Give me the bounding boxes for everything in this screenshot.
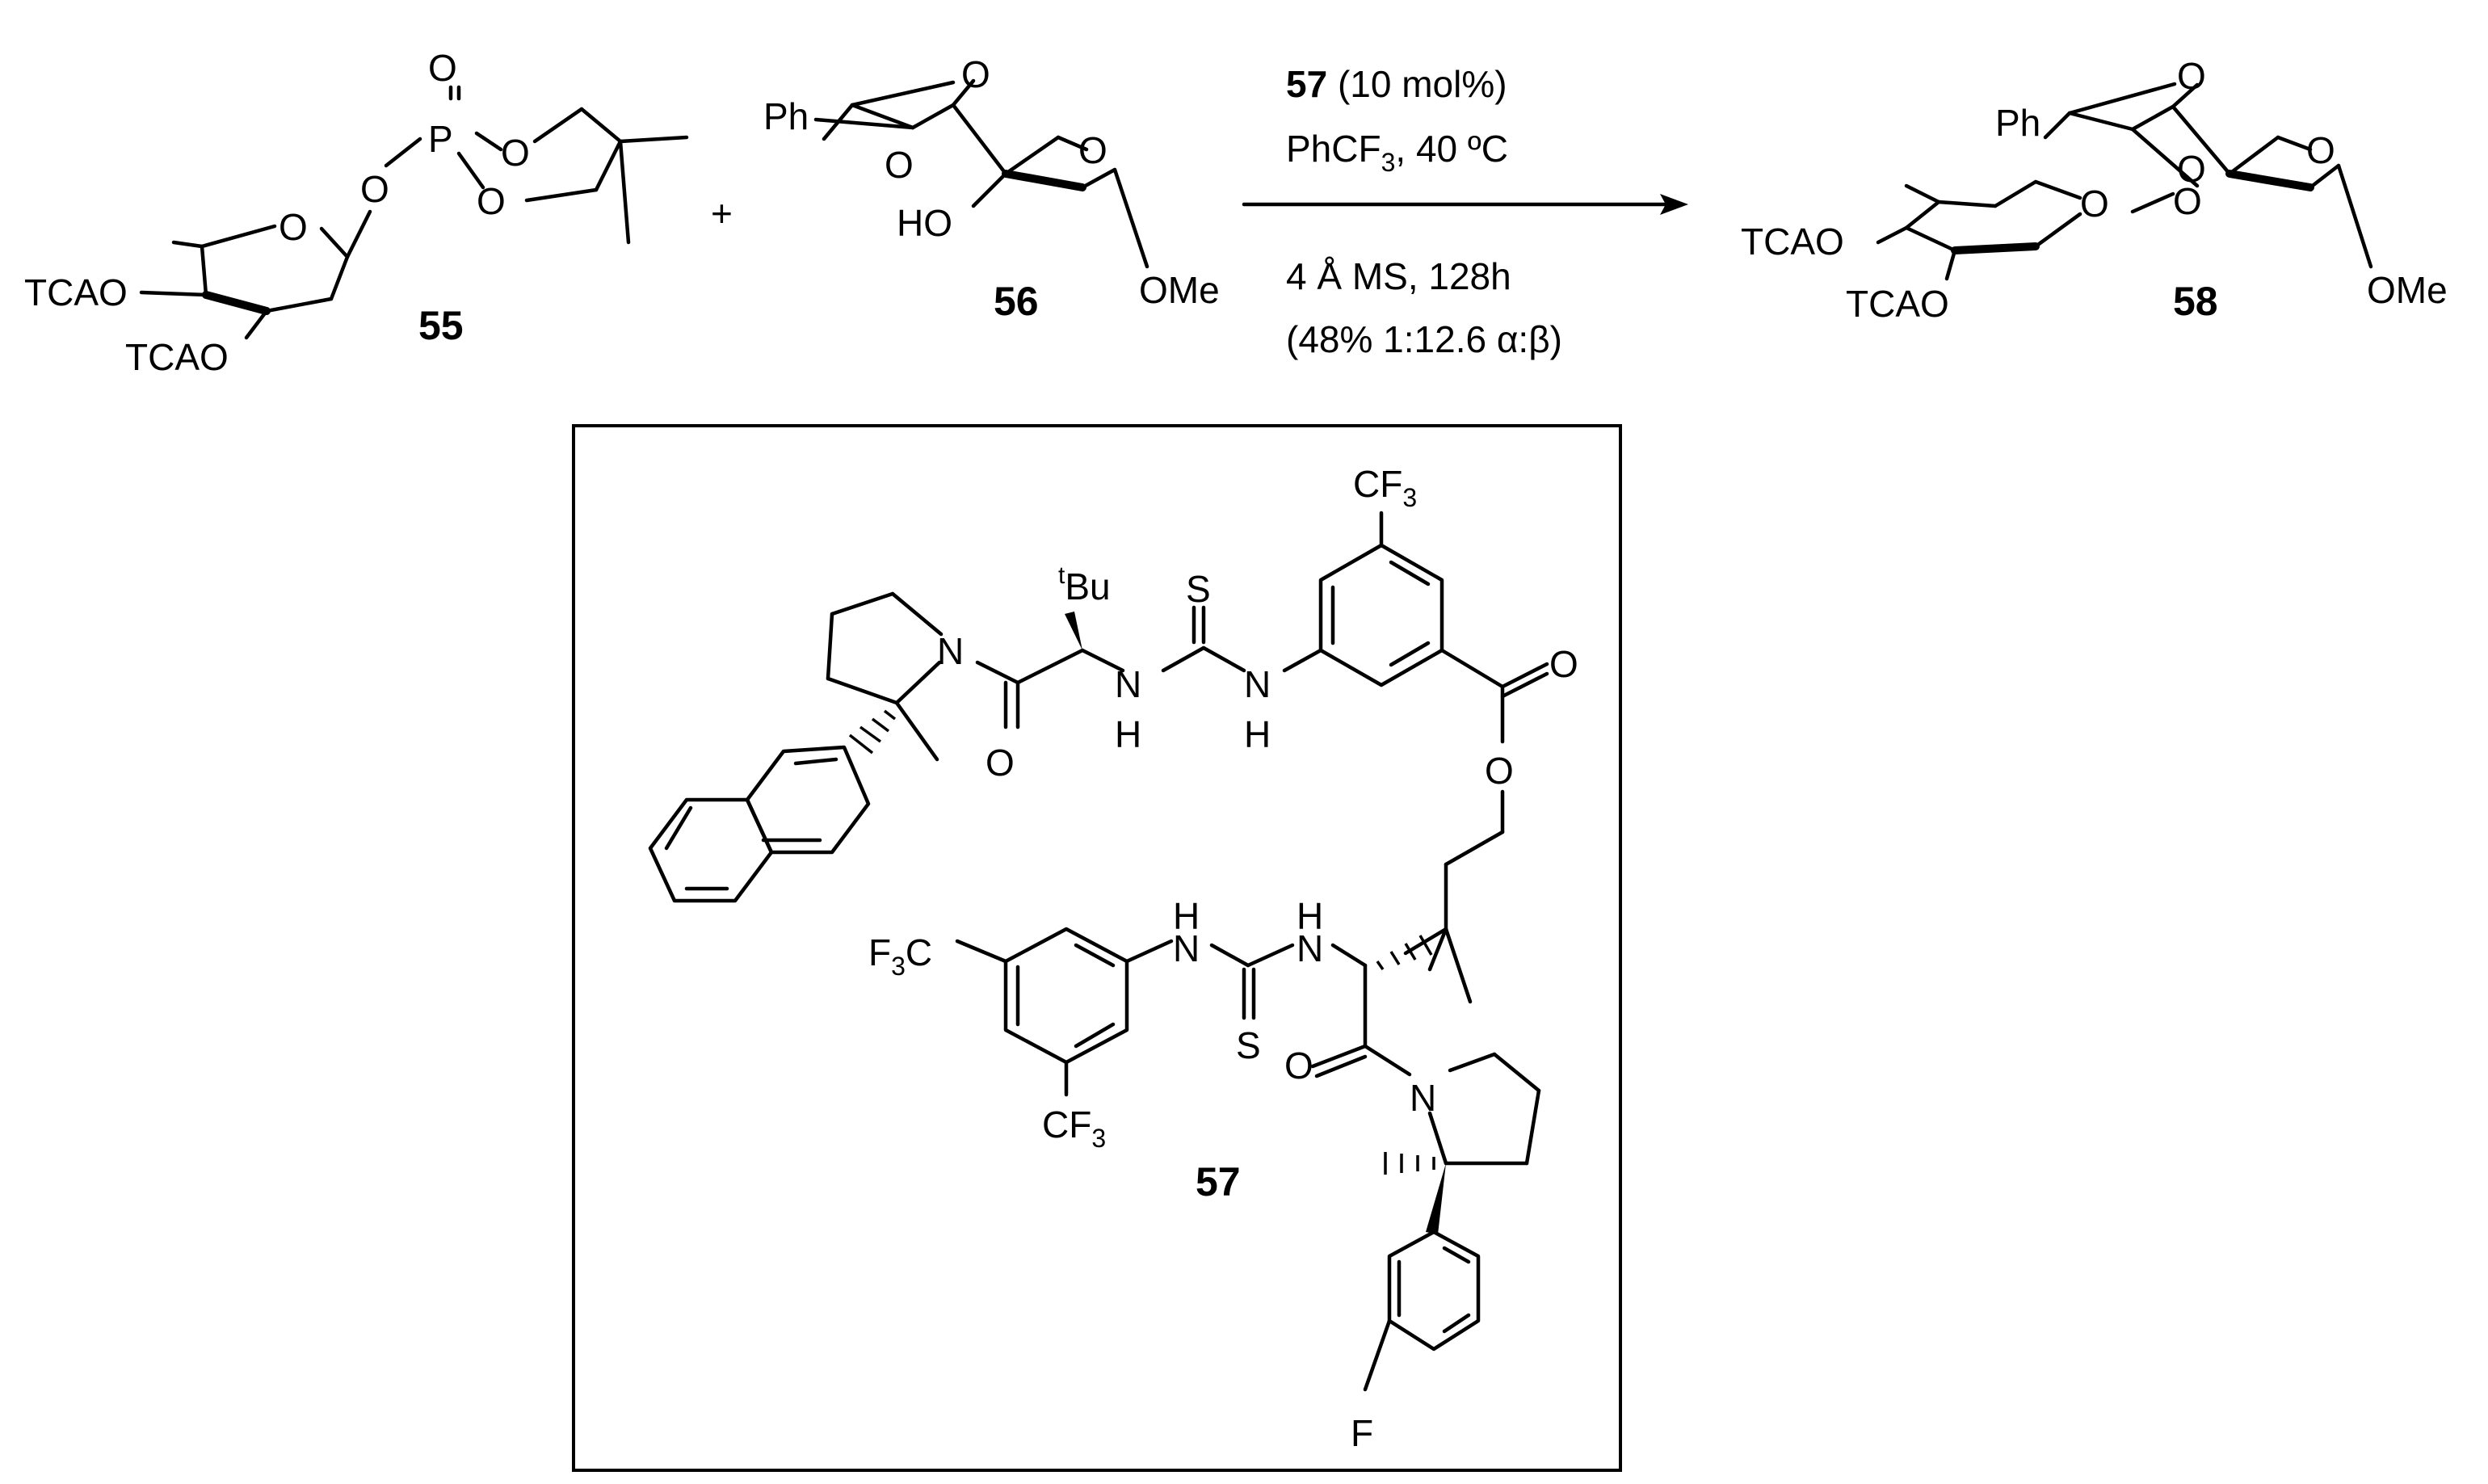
compound-label-55: 55 [418,303,464,348]
anomeric-oxygen-55: O [360,168,389,210]
cf3-top-57: CF3 [1353,463,1417,512]
thiourea-nh-c-57: N [1173,927,1200,969]
condition-catalyst: 57 (10 mol%) [1286,63,1507,105]
reaction-arrow [1242,194,1688,215]
reaction-conditions: 57 (10 mol%) PhCF3, 40 ºC 4 Å MS, 128h (… [1286,63,1562,360]
acetal-oxygen-a-58: O [2177,55,2206,97]
phosphorus-55: P [428,118,453,160]
thiourea-h-c-57: H [1173,895,1200,937]
ester-oxygen-57: O [1485,750,1514,792]
thiourea-sulfur-top-57: S [1186,568,1211,610]
tcao-4-55: TCAO [24,271,128,313]
condition-yield-selectivity: (48% 1:12.6 α:β) [1286,318,1562,360]
methoxy-56: OMe [1139,269,1220,311]
thiourea-nh-a-57: N [1244,663,1271,705]
tcao-3-58: TCAO [1846,283,1949,325]
condition-solvent: PhCF3, 40 ºC [1286,128,1508,177]
amide-oxygen-bottom-57: O [1284,1045,1313,1087]
acetal-oxygen-b-56: O [885,144,914,186]
thiourea-nh-d-57: N [1297,927,1323,969]
compound-57-structure: CF3 O O N H S N H tBu O N [648,463,1578,1454]
thiourea-nh-b-57: N [1115,663,1141,705]
glycosidic-oxygen-58: O [2173,180,2202,222]
acetal-oxygen-a-56: O [961,53,990,95]
tbu-top-57: tBu [1058,562,1111,607]
thiourea-h-d-57: H [1297,895,1323,937]
thiourea-h-b-57: H [1115,713,1141,755]
amide-oxygen-top-57: O [986,742,1015,784]
compound-label-56: 56 [994,279,1039,324]
ester-oxygen-a-55: O [501,132,530,174]
compound-56-structure: Ph O O O HO OMe [763,53,1220,311]
compound-55-structure: O O P O O O TCAO TCAO [24,47,689,378]
phosphoryl-oxygen-55: O [428,47,457,89]
ring-oxygen-donor-58: O [2080,183,2109,225]
cf3-bottom-57: CF3 [1042,1104,1106,1153]
compound-label-58: 58 [2173,279,2218,324]
tcao-4-58: TCAO [1741,221,1844,263]
plus-sign: + [711,192,733,234]
catalyst-box [572,424,1622,1472]
cf3-left-57: F3C [868,931,932,981]
ring-oxygen-reducing-58: O [2306,129,2335,171]
thiourea-sulfur-bottom-57: S [1236,1024,1261,1066]
fluorine-57: F [1351,1412,1373,1454]
condition-sieves-time: 4 Å MS, 128h [1286,255,1511,297]
compound-58-structure: Ph O O O O O TCAO TCAO OMe [1741,55,2448,325]
ring-oxygen-55: O [279,206,308,248]
acetal-oxygen-b-58: O [2177,148,2206,190]
ester-oxygen-b-55: O [477,180,506,222]
phenyl-56: Ph [763,95,809,137]
carbonyl-oxygen-ester-57: O [1549,643,1578,685]
pyrrolidine-n-top-57: N [937,630,964,672]
compound-label-57: 57 [1196,1159,1241,1204]
thiourea-h-a-57: H [1244,713,1271,755]
hydroxyl-56: HO [897,202,952,244]
methoxy-58: OMe [2367,269,2448,311]
tcao-3-55: TCAO [125,336,229,378]
phenyl-58: Ph [1995,102,2040,144]
pyrrolidine-n-bottom-57: N [1410,1077,1436,1119]
ring-oxygen-56: O [1078,129,1107,171]
